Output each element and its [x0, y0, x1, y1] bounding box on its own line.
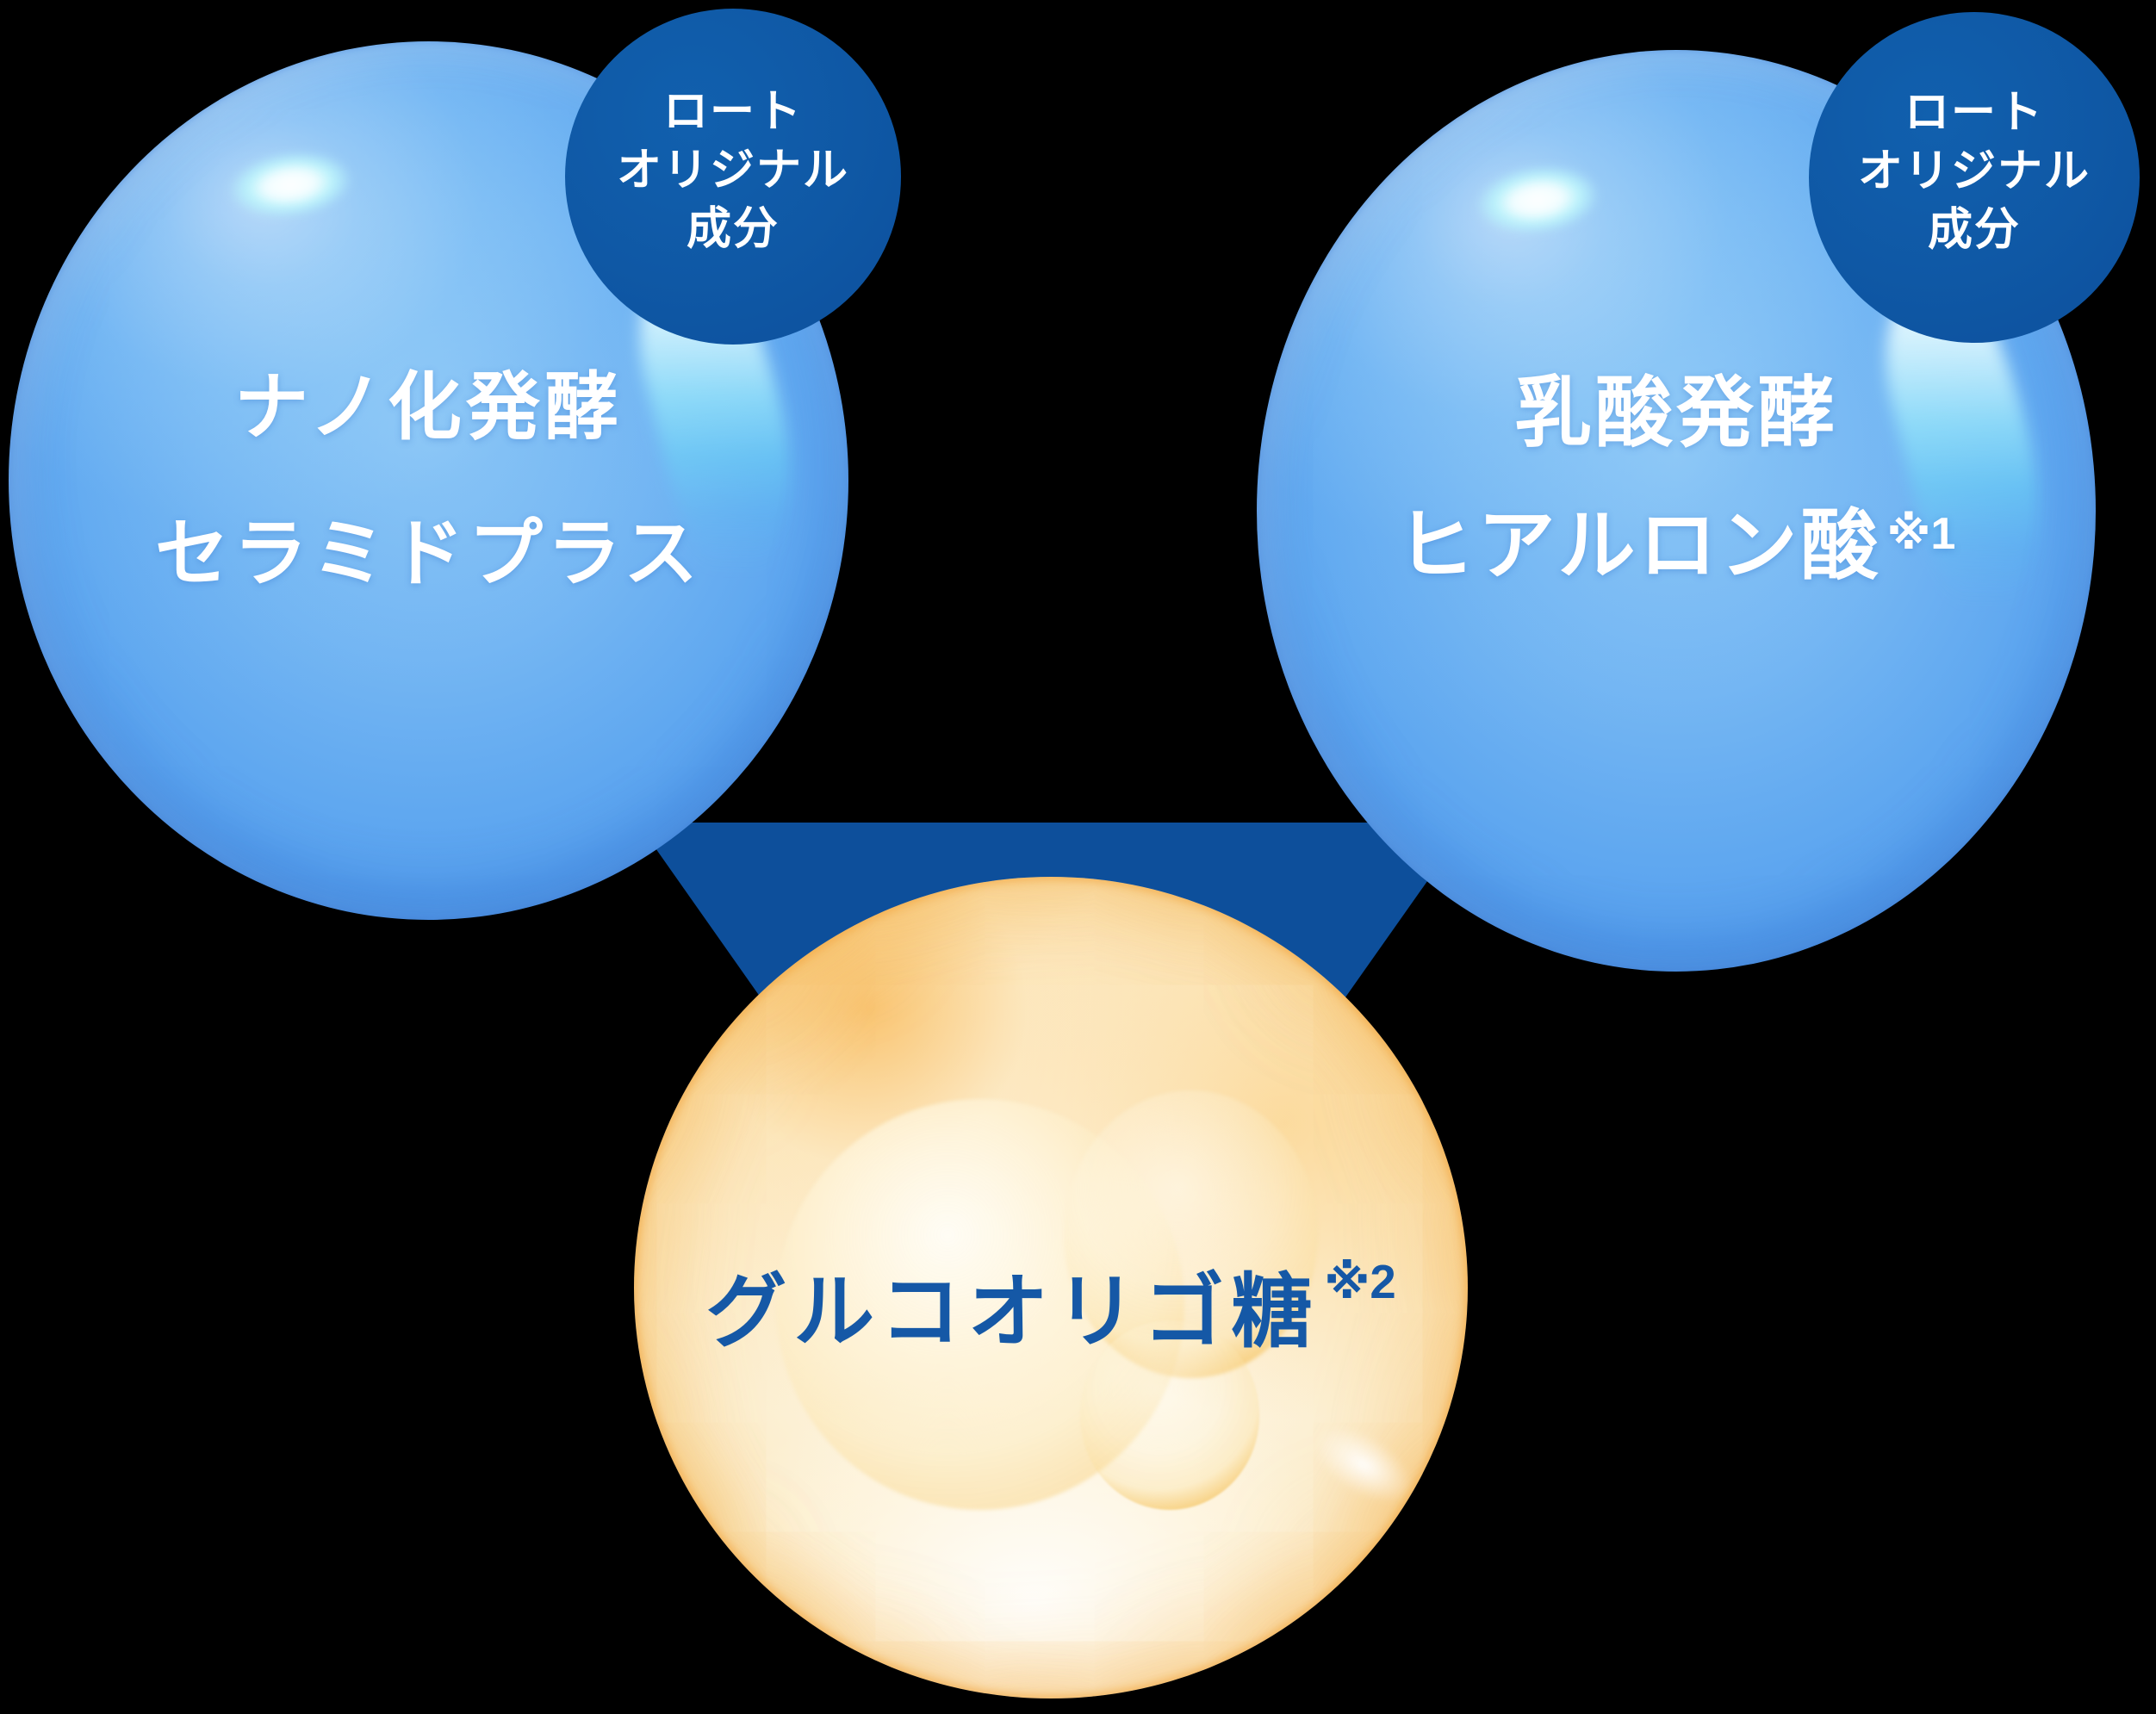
badge-line1: ロート [1904, 88, 2044, 138]
badge-line2: オリジナル [616, 146, 849, 196]
badge-line2: オリジナル [1857, 146, 2091, 196]
bubble-label-right: 乳酸発酵 ヒアルロン酸※1 [1257, 50, 2096, 972]
bubble-lactic-fermented-hyaluronic: 乳酸発酵 ヒアルロン酸※1 [1257, 50, 2096, 972]
badge-rohto-original-right: ロート オリジナル 成分 [1809, 12, 2140, 343]
bubble-bottom-text: グルコオリゴ糖 [705, 1266, 1320, 1357]
inner-bubble-icon [1079, 1320, 1259, 1510]
badge-line3: 成分 [686, 204, 780, 254]
bubble-right-line2-text: ヒアルロン酸 [1396, 502, 1882, 589]
bubble-right-line1: 乳酸発酵 [1514, 370, 1838, 456]
footnote-marker: ※2 [1324, 1255, 1396, 1308]
bubble-right-line2: ヒアルロン酸※1 [1397, 480, 1956, 624]
badge-line1: ロート [662, 87, 803, 137]
bubble-gluco-oligosaccharide: グルコオリゴ糖※2 [634, 877, 1468, 1698]
badge-line3: 成分 [1927, 205, 2021, 255]
bubble-label-left: ナノ化発酵 セラミドプラス [9, 41, 848, 920]
bubble-label-bottom: グルコオリゴ糖※2 [634, 877, 1468, 1698]
badge-rohto-original-left: ロート オリジナル 成分 [565, 9, 901, 345]
bubble-left-line2: セラミドプラス [154, 512, 703, 595]
footnote-marker: ※1 [1886, 509, 1956, 560]
bubble-left-line1: ナノ化発酵 [234, 366, 623, 449]
